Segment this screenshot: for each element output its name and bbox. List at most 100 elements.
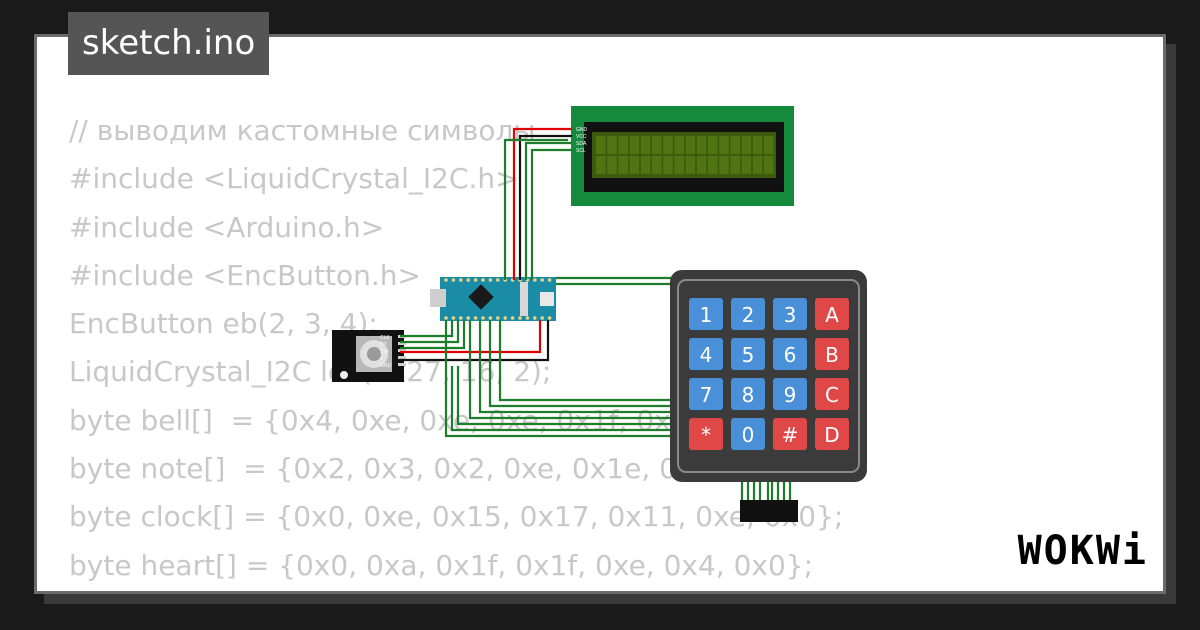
svg-text:#: #	[782, 423, 799, 447]
code-line: byte note[] = {0x2, 0x3, 0x2, 0xe, 0x1e,…	[69, 452, 806, 486]
nano-pin	[459, 278, 463, 282]
nano-pin	[518, 316, 522, 320]
code-line: #include <LiquidCrystal_I2C.h>	[69, 162, 519, 196]
lcd-cell	[764, 156, 774, 174]
lcd-cell	[764, 136, 774, 154]
encoder-pin-label: CLK	[380, 335, 390, 341]
lcd-cell	[719, 156, 729, 174]
code-line: #include <Arduino.h>	[69, 210, 385, 244]
nano-pin	[496, 316, 500, 320]
lcd-cell	[708, 156, 718, 174]
keypad-key[interactable]: 2	[731, 298, 765, 330]
svg-text:5: 5	[742, 343, 755, 367]
nano-pin	[533, 316, 537, 320]
code-background: // выводим кастомные символы#include <Li…	[69, 107, 843, 591]
lcd-cell	[752, 156, 763, 174]
nano-pin	[540, 278, 544, 282]
encoder-pin	[398, 349, 406, 352]
lcd-pin-label: GND	[576, 127, 588, 133]
lcd-cell	[607, 136, 617, 154]
lcd-pin-label: SDA	[576, 141, 587, 147]
lcd-cell	[674, 136, 684, 154]
nano-pin	[496, 278, 500, 282]
keypad-key[interactable]: 6	[773, 338, 807, 370]
encoder-pin-label: +	[380, 356, 383, 362]
lcd-cell	[685, 136, 696, 154]
lcd-cell	[629, 136, 640, 154]
lcd-cell	[640, 136, 651, 154]
keypad-key[interactable]: 0	[731, 418, 765, 450]
lcd-cell	[696, 136, 707, 154]
keypad-key[interactable]: *	[689, 418, 723, 450]
svg-text:C: C	[825, 383, 839, 407]
keypad-key[interactable]: D	[815, 418, 849, 450]
svg-text:3: 3	[784, 303, 797, 327]
encoder-pin	[398, 363, 406, 366]
lcd-pin-label: SCL	[576, 148, 586, 154]
nano-pin	[533, 278, 537, 282]
keypad-key[interactable]: 5	[731, 338, 765, 370]
nano-pin	[451, 316, 456, 320]
keypad-key[interactable]: 4	[689, 338, 723, 370]
svg-text:4: 4	[700, 343, 713, 367]
nano-pin	[481, 316, 485, 320]
svg-text:7: 7	[700, 383, 713, 407]
lcd-cell	[685, 156, 696, 174]
lcd-cell	[741, 136, 752, 154]
nano-pin	[510, 316, 515, 320]
nano-pin	[525, 316, 530, 320]
nano-pin	[481, 278, 485, 282]
svg-text:*: *	[701, 423, 711, 447]
lcd-cell	[596, 156, 606, 174]
lcd-cell	[652, 136, 662, 154]
nano-pin	[451, 278, 456, 282]
lcd-cell	[741, 156, 752, 174]
keypad-key[interactable]: B	[815, 338, 849, 370]
encoder-pin	[398, 342, 406, 345]
svg-text:1: 1	[700, 303, 713, 327]
sketch-title: sketch.ino	[68, 12, 270, 75]
nano-pin	[444, 316, 448, 320]
lcd-cell	[607, 156, 617, 174]
lcd-cell	[663, 156, 673, 174]
encoder-pin-label: SW	[380, 349, 388, 355]
keypad-key[interactable]: A	[815, 298, 849, 330]
keypad-key[interactable]: #	[773, 418, 807, 450]
lcd-cell	[663, 136, 673, 154]
nano-pin	[547, 278, 552, 282]
svg-text:9: 9	[784, 383, 797, 407]
encoder-pin-label: DT	[380, 342, 387, 348]
nano-pin	[547, 316, 552, 320]
encoder-pin	[398, 356, 406, 359]
lcd-cell	[674, 156, 684, 174]
lcd-cell	[752, 136, 763, 154]
code-line: byte heart[] = {0x0, 0xa, 0x1f, 0x1f, 0x…	[69, 548, 814, 582]
lcd-cell	[618, 136, 628, 154]
code-line: #include <EncButton.h>	[69, 258, 421, 292]
keypad-key[interactable]: 8	[731, 378, 765, 410]
lcd-cell	[640, 156, 651, 174]
nano-pin	[466, 278, 471, 282]
lcd-cell	[730, 156, 740, 174]
nano-pin	[473, 316, 478, 320]
nano-pin	[488, 316, 493, 320]
lcd-cell	[596, 136, 606, 154]
keypad-key[interactable]: C	[815, 378, 849, 410]
nano-pin	[540, 316, 544, 320]
arduino-nano[interactable]	[430, 277, 556, 321]
nano-pin	[466, 316, 471, 320]
lcd-cell	[730, 136, 740, 154]
svg-text:A: A	[825, 303, 839, 327]
wokwi-logo: WOKWi	[1017, 528, 1148, 574]
keypad-key[interactable]: 9	[773, 378, 807, 410]
svg-text:0: 0	[742, 423, 755, 447]
keypad-key[interactable]: 1	[689, 298, 723, 330]
nano-pin	[473, 278, 478, 282]
keypad-key[interactable]: 7	[689, 378, 723, 410]
keypad-key[interactable]: 3	[773, 298, 807, 330]
svg-text:B: B	[825, 343, 839, 367]
